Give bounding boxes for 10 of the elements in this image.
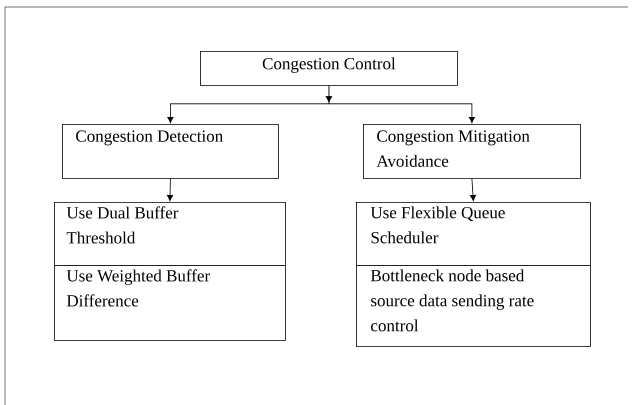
- table-cell: Use Flexible Queue Scheduler: [356, 202, 591, 266]
- arrow: [166, 178, 174, 202]
- table-cell: Bottleneck node based source data sending rate control: [356, 265, 591, 347]
- process-box: Congestion Control: [200, 51, 458, 86]
- table-cell: Use Dual Buffer Threshold: [54, 202, 286, 266]
- process-box: Congestion Detection: [62, 124, 279, 179]
- arrow: [326, 85, 475, 124]
- process-box: Congestion Mitigation Avoidance: [363, 124, 581, 179]
- arrow: [470, 178, 476, 202]
- table-cell: Use Weighted Buffer Difference: [54, 265, 286, 341]
